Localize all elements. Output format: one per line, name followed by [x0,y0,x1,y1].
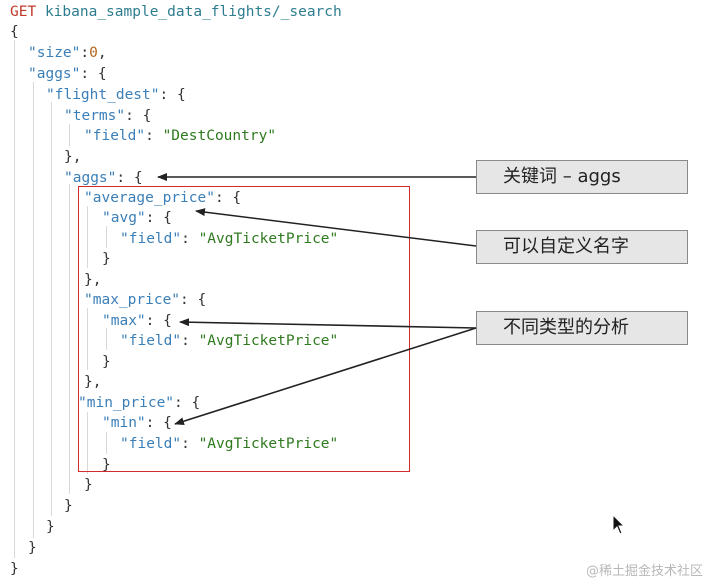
indent-guide [87,206,88,268]
code-line: "aggs": { [64,170,143,186]
code-line: "avg": { [102,210,172,226]
http-method: GET [10,4,37,20]
code-line: } [28,540,37,556]
arrow-custom-name [195,208,477,247]
callout-custom-name: 可以自定义名字 [476,230,688,264]
code-line: } [84,477,93,493]
request-line[interactable]: GET kibana_sample_data_flights/_search [10,2,342,22]
callout-analysis-types: 不同类型的分析 [476,311,688,345]
code-line: "average_price": { [84,190,242,206]
code-line: "flight_dest": { [46,87,186,103]
watermark: @稀土掘金技术社区 [585,564,703,579]
code-line: "field": "AvgTicketPrice" [120,436,339,452]
code-line: }, [84,374,102,390]
arrow-max [179,318,477,329]
mouse-pointer-icon [612,514,626,535]
indent-guide [106,226,107,248]
code-line: "field": "AvgTicketPrice" [120,333,339,349]
code-line: "size":0, [28,45,107,61]
indent-guide [87,412,88,474]
code-line: }, [64,149,82,165]
indent-guide [69,184,70,494]
indent-guide [33,82,34,538]
callout-keyword-aggs: 关键词 – aggs [476,160,688,194]
code-line: } [102,457,111,473]
indent-guide [14,40,15,558]
indent-guide [51,102,52,516]
code-line: } [46,519,55,535]
code-line: "aggs": { [28,66,107,82]
code-line: } [102,251,111,267]
code-line: "min_price": { [78,395,201,411]
code-line: "field": "DestCountry" [84,128,277,144]
code-line: } [102,354,111,370]
request-endpoint: kibana_sample_data_flights/_search [44,4,342,20]
indent-guide [87,308,88,370]
code-line: } [64,498,73,514]
code-line: }, [84,272,102,288]
code-line: } [10,561,19,577]
code-line: "max": { [102,313,172,329]
highlight-box [78,186,410,472]
code-line: { [10,24,19,40]
code-line: "terms": { [64,108,152,124]
code-line: "max_price": { [84,292,207,308]
indent-guide [106,432,107,454]
code-line: "min": { [102,415,172,431]
code-line: "field": "AvgTicketPrice" [120,231,339,247]
indent-guide [106,328,107,350]
arrow-min [174,327,477,426]
indent-guide [69,124,70,146]
